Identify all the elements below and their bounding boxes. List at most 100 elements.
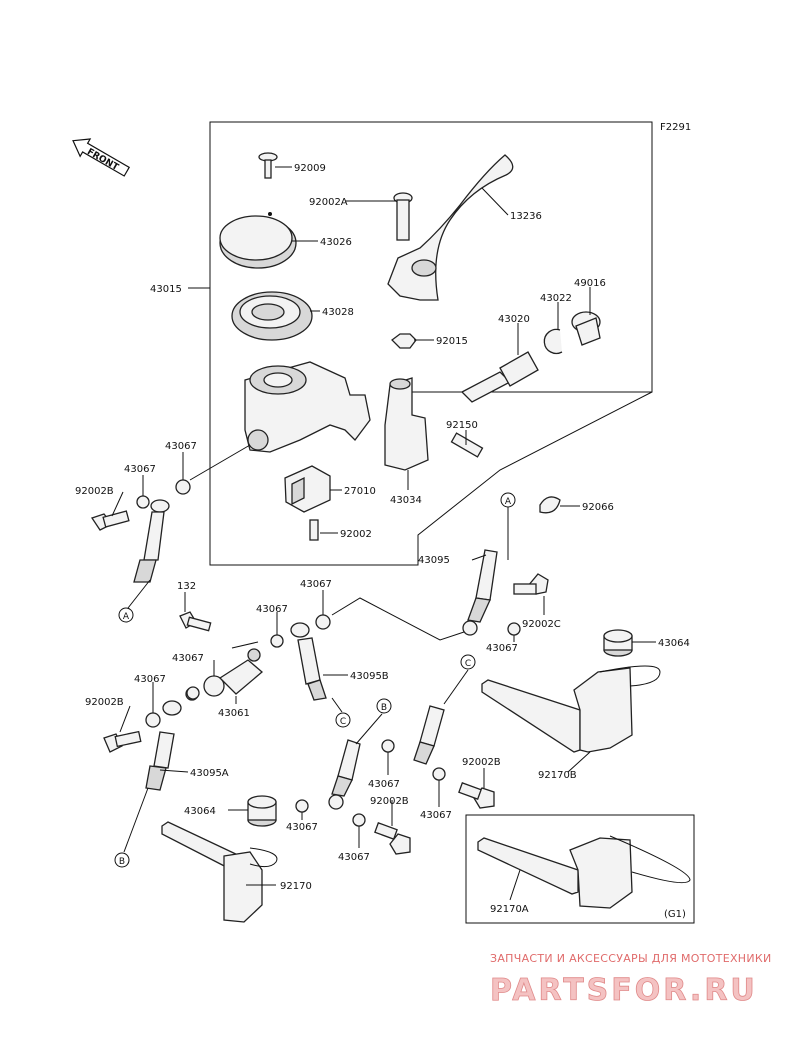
washer-43067-j — [295, 799, 309, 813]
label-43067-f: 43067 — [172, 653, 204, 664]
hose-43095A — [145, 700, 182, 791]
washer-43067-e — [507, 622, 521, 636]
washer-43067-c — [315, 614, 331, 630]
group-g1-frame — [465, 814, 695, 924]
assembly-frame — [209, 121, 653, 393]
label-92002C: 92002C — [522, 619, 561, 630]
diaphragm-43028 — [231, 291, 313, 341]
label-43067-j: 43067 — [286, 822, 318, 833]
part-labels: 92009 92002A 13236 43026 43015 43028 490… — [75, 163, 690, 915]
label-92170A: 92170A — [490, 904, 529, 915]
label-43067-b: 43067 — [124, 464, 156, 475]
callouts: A A C C B B — [114, 492, 516, 868]
watermark-tagline: ЗАПЧАСТИ И АКСЕССУАРЫ ДЛЯ МОТОТЕХНИКИ — [490, 952, 772, 965]
label-92002: 92002 — [340, 529, 372, 540]
label-43067-i: 43067 — [420, 810, 452, 821]
cap-92066 — [539, 496, 561, 514]
label-92002B-a: 92002B — [75, 486, 114, 497]
piston-43020 — [460, 351, 539, 403]
washer-43067-h — [381, 739, 395, 753]
master-cylinder-body-43015 — [244, 361, 371, 453]
label-27010: 27010 — [344, 486, 376, 497]
callout-a-1-label: A — [505, 497, 512, 507]
label-92066: 92066 — [582, 502, 614, 513]
callout-c-1-label: C — [465, 659, 471, 669]
holder-43034 — [384, 377, 429, 471]
diagram-code: F2291 — [660, 122, 691, 133]
label-43067-d: 43067 — [256, 604, 288, 615]
label-43061: 43061 — [218, 708, 250, 719]
callout-c-2: C — [335, 712, 351, 728]
watermark-brand: PARTSFOR.RU — [490, 973, 758, 1008]
bolt-92002B-c — [103, 730, 142, 753]
callout-c-2-label: C — [340, 717, 346, 727]
reservoir-cap-43026 — [219, 212, 297, 269]
callout-a-1: A — [500, 492, 516, 508]
label-43026: 43026 — [320, 237, 352, 248]
label-92002A: 92002A — [309, 197, 348, 208]
label-43028: 43028 — [322, 307, 354, 318]
label-43067-k: 43067 — [338, 852, 370, 863]
label-92009: 92009 — [294, 163, 326, 174]
bolt-92150 — [450, 432, 484, 458]
front-arrow-icon: FRONT — [72, 138, 131, 177]
label-43020: 43020 — [498, 314, 530, 325]
label-43095A: 43095A — [190, 768, 229, 779]
callout-b-2-label: B — [119, 857, 125, 867]
bolt-92002B-d — [374, 822, 411, 855]
bolt-92002B-a — [90, 510, 130, 531]
washer-43067-i — [432, 767, 446, 781]
switch-27010 — [284, 465, 331, 513]
group-label: (G1) — [664, 909, 686, 920]
label-92002B-c: 92002B — [462, 757, 501, 768]
callout-c-1: C — [460, 654, 476, 670]
callout-a-2: A — [118, 607, 134, 623]
label-43067-h: 43067 — [368, 779, 400, 790]
bolt-132 — [179, 611, 212, 632]
callout-b-1: B — [376, 698, 392, 714]
washer-43067-f — [145, 712, 161, 728]
washer-43067-b — [136, 495, 150, 509]
nut-92015 — [391, 333, 417, 349]
grommet-43064-b — [247, 795, 277, 827]
hose-43095B — [290, 622, 327, 701]
washer-43067-k — [352, 813, 366, 827]
boot-49016 — [571, 311, 601, 346]
label-43067-c: 43067 — [300, 579, 332, 590]
label-132: 132 — [177, 581, 196, 592]
watermark: ЗАПЧАСТИ И АКСЕССУАРЫ ДЛЯ МОТОТЕХНИКИ PA… — [490, 952, 772, 1008]
label-43067-e: 43067 — [486, 643, 518, 654]
label-43095: 43095 — [418, 555, 450, 566]
brake-lever-13236 — [387, 154, 514, 301]
label-92170B: 92170B — [538, 770, 577, 781]
bolt-92002C — [513, 573, 549, 595]
label-92002B-b: 92002B — [85, 697, 124, 708]
hose-43095 — [462, 549, 498, 636]
label-92015: 92015 — [436, 336, 468, 347]
screw-92009 — [258, 152, 278, 179]
label-43095B: 43095B — [350, 671, 389, 682]
label-43064-b: 43064 — [184, 806, 216, 817]
callout-b-1-label: B — [381, 703, 387, 713]
pivot-bolt-92002A — [393, 192, 413, 241]
label-92002B-d: 92002B — [370, 796, 409, 807]
bracket-92170 — [161, 821, 278, 923]
label-43064-a: 43064 — [658, 638, 690, 649]
bracket-92170B — [481, 665, 661, 753]
label-43067-a: 43067 — [165, 441, 197, 452]
label-92150: 92150 — [446, 420, 478, 431]
screw-92002 — [309, 519, 319, 541]
label-43015: 43015 — [150, 284, 182, 295]
callout-b-2: B — [114, 852, 130, 868]
grommet-43064-a — [603, 629, 633, 657]
leader-lines — [111, 166, 656, 901]
hose-43095-left-top — [133, 499, 170, 583]
label-43022: 43022 — [540, 293, 572, 304]
hose-center-b — [328, 739, 361, 810]
hose-center-c — [413, 705, 445, 765]
label-92170: 92170 — [280, 881, 312, 892]
label-43067-g: 43067 — [134, 674, 166, 685]
washer-43067-a — [175, 479, 191, 495]
bolt-92002B-b — [458, 782, 495, 809]
